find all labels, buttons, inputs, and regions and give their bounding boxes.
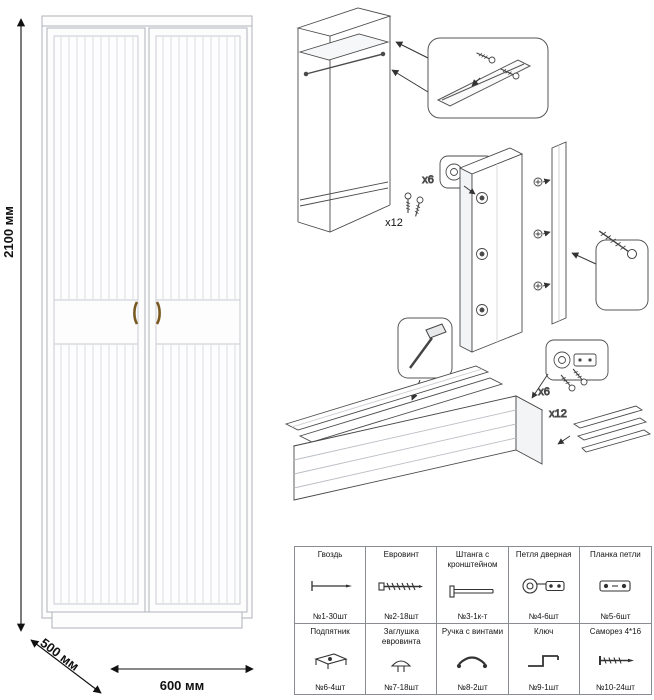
part-name: Штанга с кронштейном	[447, 550, 498, 569]
parts-table-row: Гвоздь №1-30шт Евровинт №	[295, 547, 651, 624]
depth-dimension: 500 мм	[30, 635, 102, 694]
part-cell-hinge-plate: Планка петли №5-6шт	[579, 547, 651, 623]
part-qty: №3-1к-т	[457, 612, 488, 621]
screw-cap-icon	[373, 653, 429, 677]
hinge-count-bottom-label: x6	[538, 386, 550, 398]
part-cell-nail: Гвоздь №1-30шт	[295, 547, 367, 623]
part-cell-cap: Заглушка евровинта №7-18шт	[366, 624, 438, 694]
part-name: Гвоздь	[317, 550, 343, 559]
euroscrew-icon	[373, 574, 429, 598]
part-name: Заглушка евровинта	[381, 627, 421, 646]
wardrobe-right-door	[148, 27, 248, 613]
height-dimension: 2100 мм	[1, 18, 26, 632]
part-qty: №10-24шт	[595, 683, 635, 692]
flatpack-diagram	[292, 395, 544, 501]
hinge-callout-bottom: x6 x12	[531, 339, 609, 420]
part-qty: №7-18шт	[383, 683, 419, 692]
rail-detail-callout	[391, 37, 549, 119]
hinge-plate-icon	[587, 574, 643, 598]
part-cell-euroscrew: Евровинт №2-18шт	[366, 547, 438, 623]
part-qty: №8-2шт	[457, 683, 488, 692]
selftapping-screw-icon	[587, 648, 643, 672]
strips-diagram	[557, 405, 652, 453]
part-name: Подпятник	[310, 627, 350, 636]
width-dimension-label: 600 мм	[160, 678, 205, 693]
part-qty: №9-1шт	[528, 683, 559, 692]
hinge-count-top-label: x6	[422, 174, 434, 186]
part-name: Планка петли	[590, 550, 641, 559]
handle-icon	[444, 648, 500, 672]
wardrobe-plinth	[51, 611, 243, 629]
part-name: Ключ	[534, 627, 554, 636]
nail-icon	[302, 574, 358, 598]
part-cell-foot: Подпятник №6-4шт	[295, 624, 367, 694]
wardrobe-left-door	[46, 27, 146, 613]
part-cell-hinge: Петля дверная №4-6шт	[508, 547, 580, 623]
part-cell-rod: Штанга с кронштейном №3-1к-т	[437, 547, 509, 623]
part-qty: №1-30шт	[312, 612, 348, 621]
part-qty: №2-18шт	[383, 612, 419, 621]
part-qty: №4-6шт	[528, 612, 559, 621]
part-cell-key: Ключ №9-1шт	[508, 624, 580, 694]
top-sheets-diagram	[284, 365, 504, 443]
foot-glide-icon	[302, 648, 358, 672]
rod-with-bracket-icon	[444, 579, 500, 603]
part-qty: №5-6шт	[600, 612, 631, 621]
door-hinge-icon	[516, 574, 572, 598]
wardrobe-body	[41, 15, 253, 629]
part-qty: №6-4шт	[314, 683, 346, 692]
carcass-diagram	[296, 7, 392, 233]
tool-callout	[397, 317, 453, 401]
side-strip-diagram	[533, 141, 567, 325]
screw-count-bottom-label: x12	[549, 408, 567, 420]
part-cell-handle: Ручка с винтами №8-2шт	[437, 624, 509, 694]
part-cell-screw: Саморез 4*16 №10-24шт	[579, 624, 651, 694]
assembly-diagrams: x6 x12	[284, 7, 652, 501]
key-icon	[516, 648, 572, 672]
parts-table-row: Подпятник №6-4шт Заглушка евровинта №7	[295, 624, 651, 694]
door-assembly-diagram	[458, 147, 524, 353]
screws-callout-top: x12	[385, 192, 425, 229]
part-name: Евровинт	[383, 550, 419, 559]
parts-table: Гвоздь №1-30шт Евровинт №	[294, 546, 652, 695]
part-name: Ручка с винтами	[441, 627, 504, 636]
width-dimension: 600 мм	[110, 664, 254, 693]
door-handles	[133, 301, 161, 325]
height-dimension-label: 2100 мм	[1, 206, 16, 258]
depth-dimension-label: 500 мм	[37, 635, 82, 674]
screw-count-top-label: x12	[385, 217, 403, 229]
part-name: Саморез 4*16	[589, 627, 642, 636]
euroscrew-callout	[571, 230, 649, 311]
part-name: Петля дверная	[515, 550, 572, 559]
wardrobe-front-view: 2100 мм 500 мм 600 мм	[1, 15, 254, 694]
